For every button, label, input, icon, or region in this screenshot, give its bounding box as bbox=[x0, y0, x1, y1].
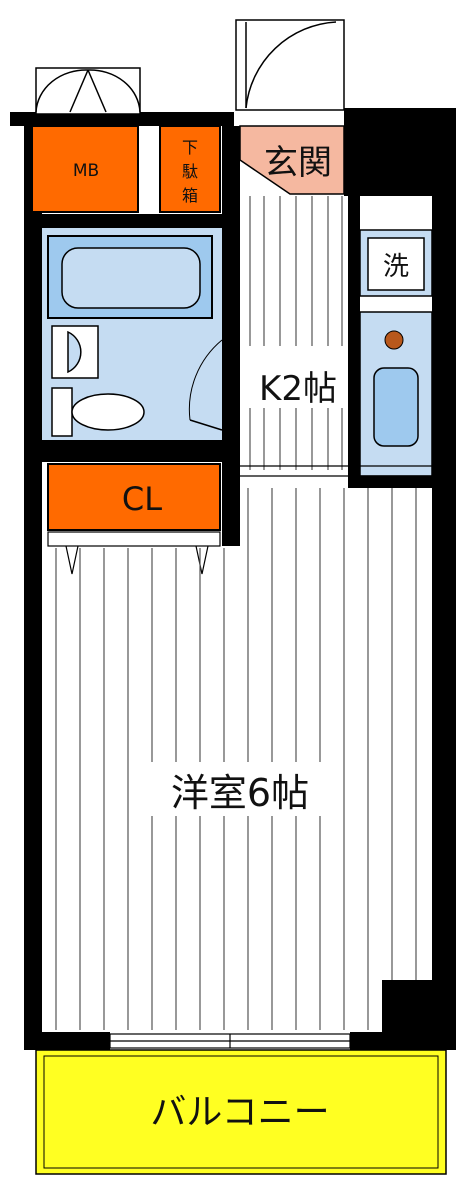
kitchen-sink bbox=[373, 367, 419, 447]
shoebox-char-3: 箱 bbox=[182, 186, 198, 205]
mb-double-door bbox=[35, 67, 141, 115]
kitchen-floor bbox=[240, 196, 432, 477]
shoebox-char-2: 駄 bbox=[182, 162, 198, 181]
entrance: 玄関 bbox=[239, 125, 345, 195]
washer-label: 洗 bbox=[383, 252, 409, 282]
shoebox-char-1: 下 bbox=[182, 138, 198, 157]
closet: CL bbox=[47, 463, 221, 575]
balcony-label: バルコニー bbox=[150, 1092, 329, 1133]
western-room-label: 洋室6帖 bbox=[171, 771, 309, 815]
stove-burner-icon bbox=[384, 330, 404, 350]
shoe-cabinet: 下 駄 箱 bbox=[159, 125, 221, 213]
closet-label: CL bbox=[122, 480, 162, 518]
balcony: バルコニー bbox=[35, 1049, 447, 1175]
washbasin bbox=[51, 325, 99, 379]
balcony-window bbox=[109, 1033, 351, 1049]
western-room-floor bbox=[55, 488, 417, 1030]
kitchen-label: K2帖 bbox=[259, 369, 337, 409]
entrance-door bbox=[235, 19, 345, 111]
mb-closet: MB bbox=[31, 125, 139, 213]
washer-space: 洗 bbox=[359, 229, 433, 297]
bathroom bbox=[42, 228, 223, 440]
toilet bbox=[51, 387, 145, 437]
entrance-label: 玄関 bbox=[264, 143, 332, 183]
mb-label: MB bbox=[73, 161, 99, 181]
walls bbox=[10, 108, 456, 1050]
kitchen-counter bbox=[359, 311, 433, 477]
